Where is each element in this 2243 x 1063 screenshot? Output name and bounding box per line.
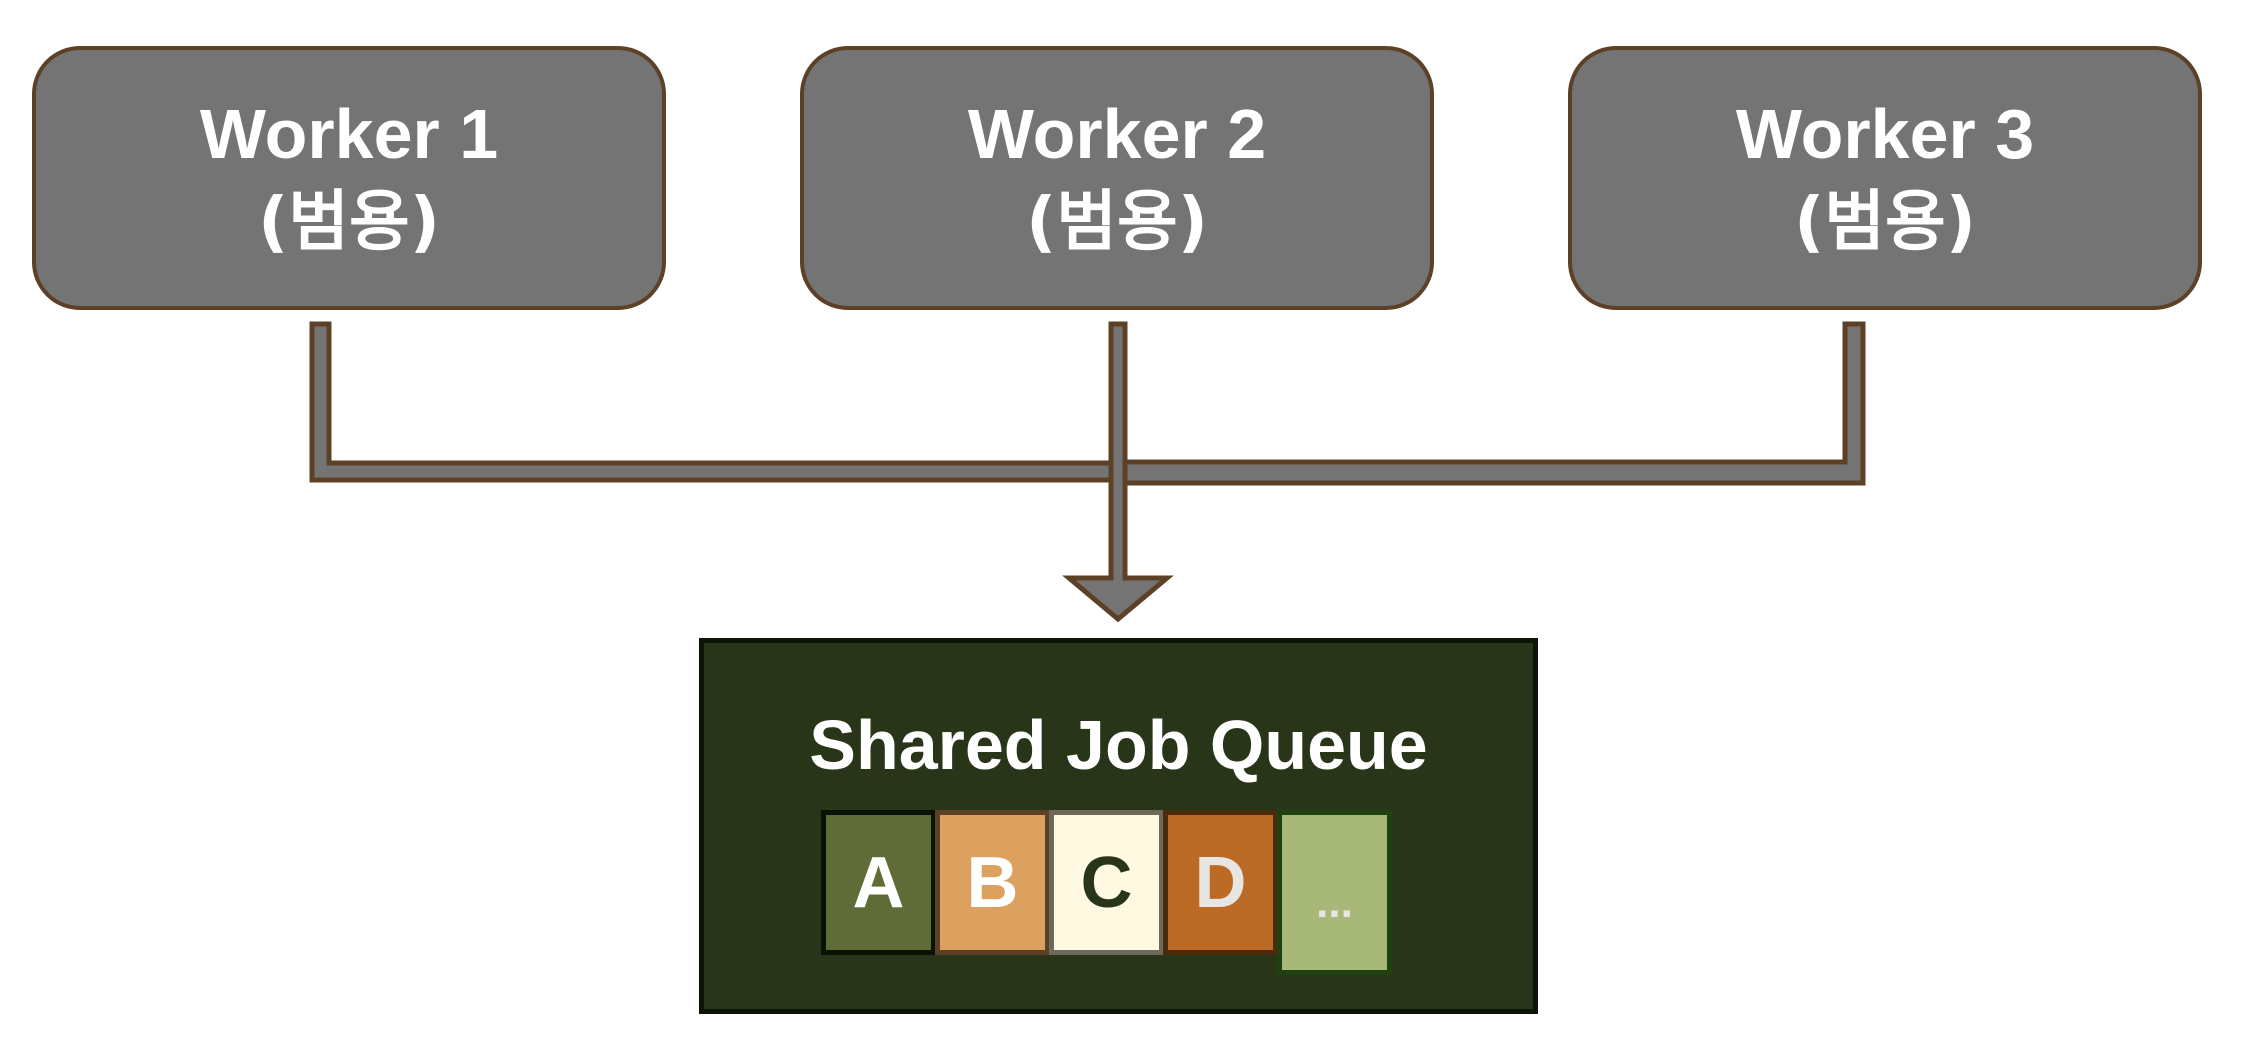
queue-item-label: C bbox=[1080, 842, 1133, 923]
worker-1-node: Worker 1 (범용) bbox=[32, 46, 666, 310]
worker-3-subtitle: (범용) bbox=[1794, 183, 1976, 260]
queue-items: A B C D ... bbox=[821, 810, 1392, 975]
queue-item-c: C bbox=[1049, 810, 1164, 955]
queue-item-b: B bbox=[935, 810, 1050, 955]
worker-1-title: Worker 1 bbox=[199, 95, 499, 173]
queue-item-label: ... bbox=[1316, 877, 1353, 927]
queue-item-label: D bbox=[1194, 842, 1247, 923]
shared-job-queue: Shared Job Queue A B C D ... bbox=[699, 638, 1538, 1014]
worker-1-subtitle: (범용) bbox=[258, 183, 440, 260]
queue-item-label: A bbox=[852, 842, 905, 923]
queue-item-label: B bbox=[966, 842, 1019, 923]
arrow-to-queue bbox=[1062, 321, 1174, 623]
connector-worker-3 bbox=[1122, 321, 1866, 486]
worker-2-title: Worker 2 bbox=[967, 95, 1267, 173]
worker-2-subtitle: (범용) bbox=[1026, 183, 1208, 260]
queue-title: Shared Job Queue bbox=[809, 706, 1428, 784]
worker-2-node: Worker 2 (범용) bbox=[800, 46, 1434, 310]
queue-item-more: ... bbox=[1277, 810, 1392, 975]
queue-item-a: A bbox=[821, 810, 936, 955]
worker-3-node: Worker 3 (범용) bbox=[1568, 46, 2202, 310]
connector-worker-1 bbox=[309, 321, 1121, 483]
worker-3-title: Worker 3 bbox=[1735, 95, 2035, 173]
queue-item-d: D bbox=[1163, 810, 1278, 955]
